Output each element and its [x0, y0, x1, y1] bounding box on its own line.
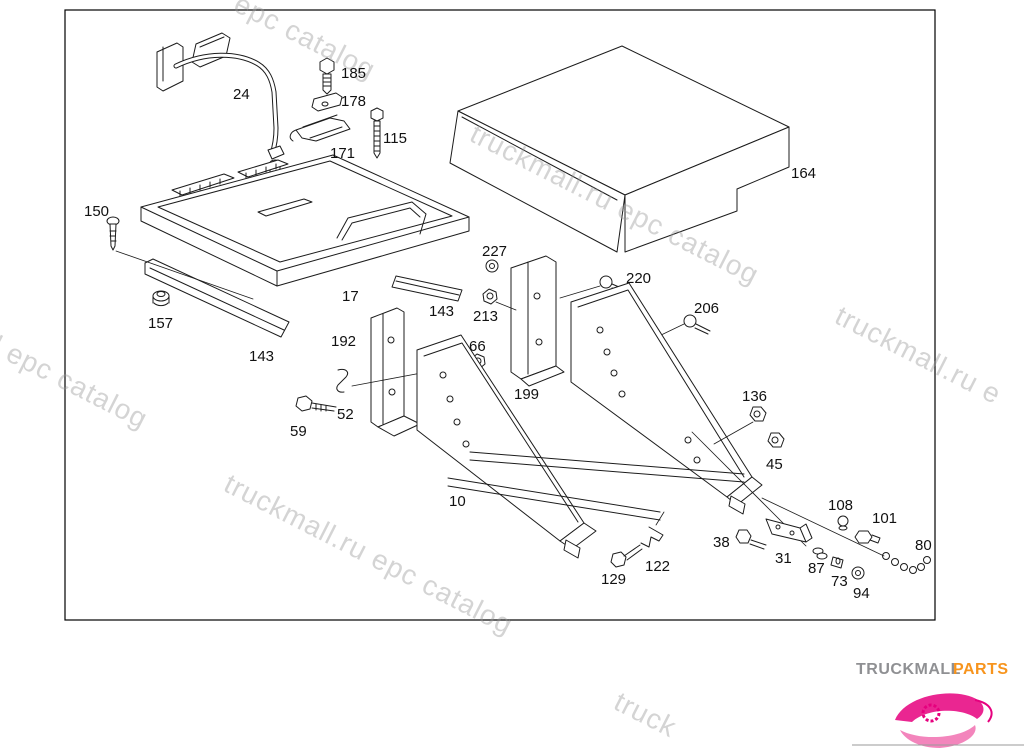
part-label: 122: [645, 558, 670, 575]
part-45-nut: [767, 432, 785, 448]
part-17-battery-tray: [140, 154, 470, 287]
part-label: 143: [249, 348, 274, 365]
part-143-rail-right: [391, 275, 463, 302]
part-122-clip: [640, 511, 665, 548]
logo-swirl-graphic: [895, 693, 993, 748]
part-87-washers: [812, 547, 828, 560]
part-label: 10: [449, 493, 466, 510]
logo-text-truckmall: TRUCKMALL: [856, 661, 961, 678]
part-label: 108: [828, 497, 853, 514]
part-185-bolt: [319, 57, 335, 95]
part-label: 171: [330, 145, 355, 162]
part-213-nut: [482, 288, 498, 305]
logo-text-parts: PARTS: [953, 661, 1009, 678]
part-label: 157: [148, 315, 173, 332]
part-31-plate: [765, 518, 813, 543]
part-150-screw: [106, 216, 254, 300]
part-164-cover: [449, 45, 790, 253]
watermark-text: l epc catalog: [0, 330, 153, 435]
part-label: 178: [341, 93, 366, 110]
part-label: 24: [233, 86, 250, 103]
part-171-bracket: [289, 114, 351, 142]
part-157-grommet: [152, 290, 170, 307]
watermark-text: truckmall.ru e: [830, 300, 1006, 410]
part-label: 31: [775, 550, 792, 567]
part-label: 101: [872, 510, 897, 527]
part-label-layer: 185 24 178 115 171 164 150 17 143 227 213 220 206 157…: [84, 65, 932, 602]
part-label: 136: [742, 388, 767, 405]
part-label: 213: [473, 308, 498, 325]
watermark-text: truck: [609, 686, 682, 743]
part-129-bolt: [610, 544, 643, 568]
part-label: 129: [601, 571, 626, 588]
diagram-line-art: [106, 32, 931, 580]
diagram-border: [64, 9, 936, 621]
part-178-clamp: [311, 92, 343, 112]
part-label: 185: [341, 65, 366, 82]
part-label: 52: [337, 406, 354, 423]
part-label: 87: [808, 560, 825, 577]
part-label: 80: [915, 537, 932, 554]
watermark-text: truckmall.ru epc catalog: [219, 468, 518, 641]
part-108-cap: [837, 515, 849, 531]
part-label: 227: [482, 243, 507, 260]
part-label: 38: [713, 534, 730, 551]
part-220-bolt: [559, 275, 627, 299]
part-label: 45: [766, 456, 783, 473]
part-115-bolt: [370, 107, 384, 159]
part-101-fitting: [854, 530, 881, 544]
part-label: 150: [84, 203, 109, 220]
part-38-bolt: [735, 529, 767, 550]
part-143-rail-left: [144, 258, 290, 338]
part-label: 206: [694, 300, 719, 317]
part-label: 94: [853, 585, 870, 602]
part-label: 199: [514, 386, 539, 403]
part-94-ring: [851, 566, 865, 580]
part-136-nut: [713, 406, 767, 445]
part-label: 192: [331, 333, 356, 350]
part-227-ring: [485, 259, 499, 273]
part-10-support: [416, 282, 807, 559]
part-192-bracket: [370, 307, 421, 437]
part-59-bolt: [295, 395, 337, 412]
part-label: 17: [342, 288, 359, 305]
truckmall-logo: TRUCKMALL PARTS: [852, 661, 1024, 748]
part-80-chain: [761, 497, 931, 574]
part-label: 73: [831, 573, 848, 590]
part-label: 59: [290, 423, 307, 440]
part-label: 115: [383, 130, 407, 147]
part-label: 66: [469, 338, 486, 355]
part-73-sleeve: [830, 556, 844, 569]
part-label: 143: [429, 303, 454, 320]
part-199-bracket: [495, 255, 565, 387]
part-label: 164: [791, 165, 816, 182]
part-label: 220: [626, 270, 651, 287]
part-24-holddown-frame: [156, 32, 285, 178]
